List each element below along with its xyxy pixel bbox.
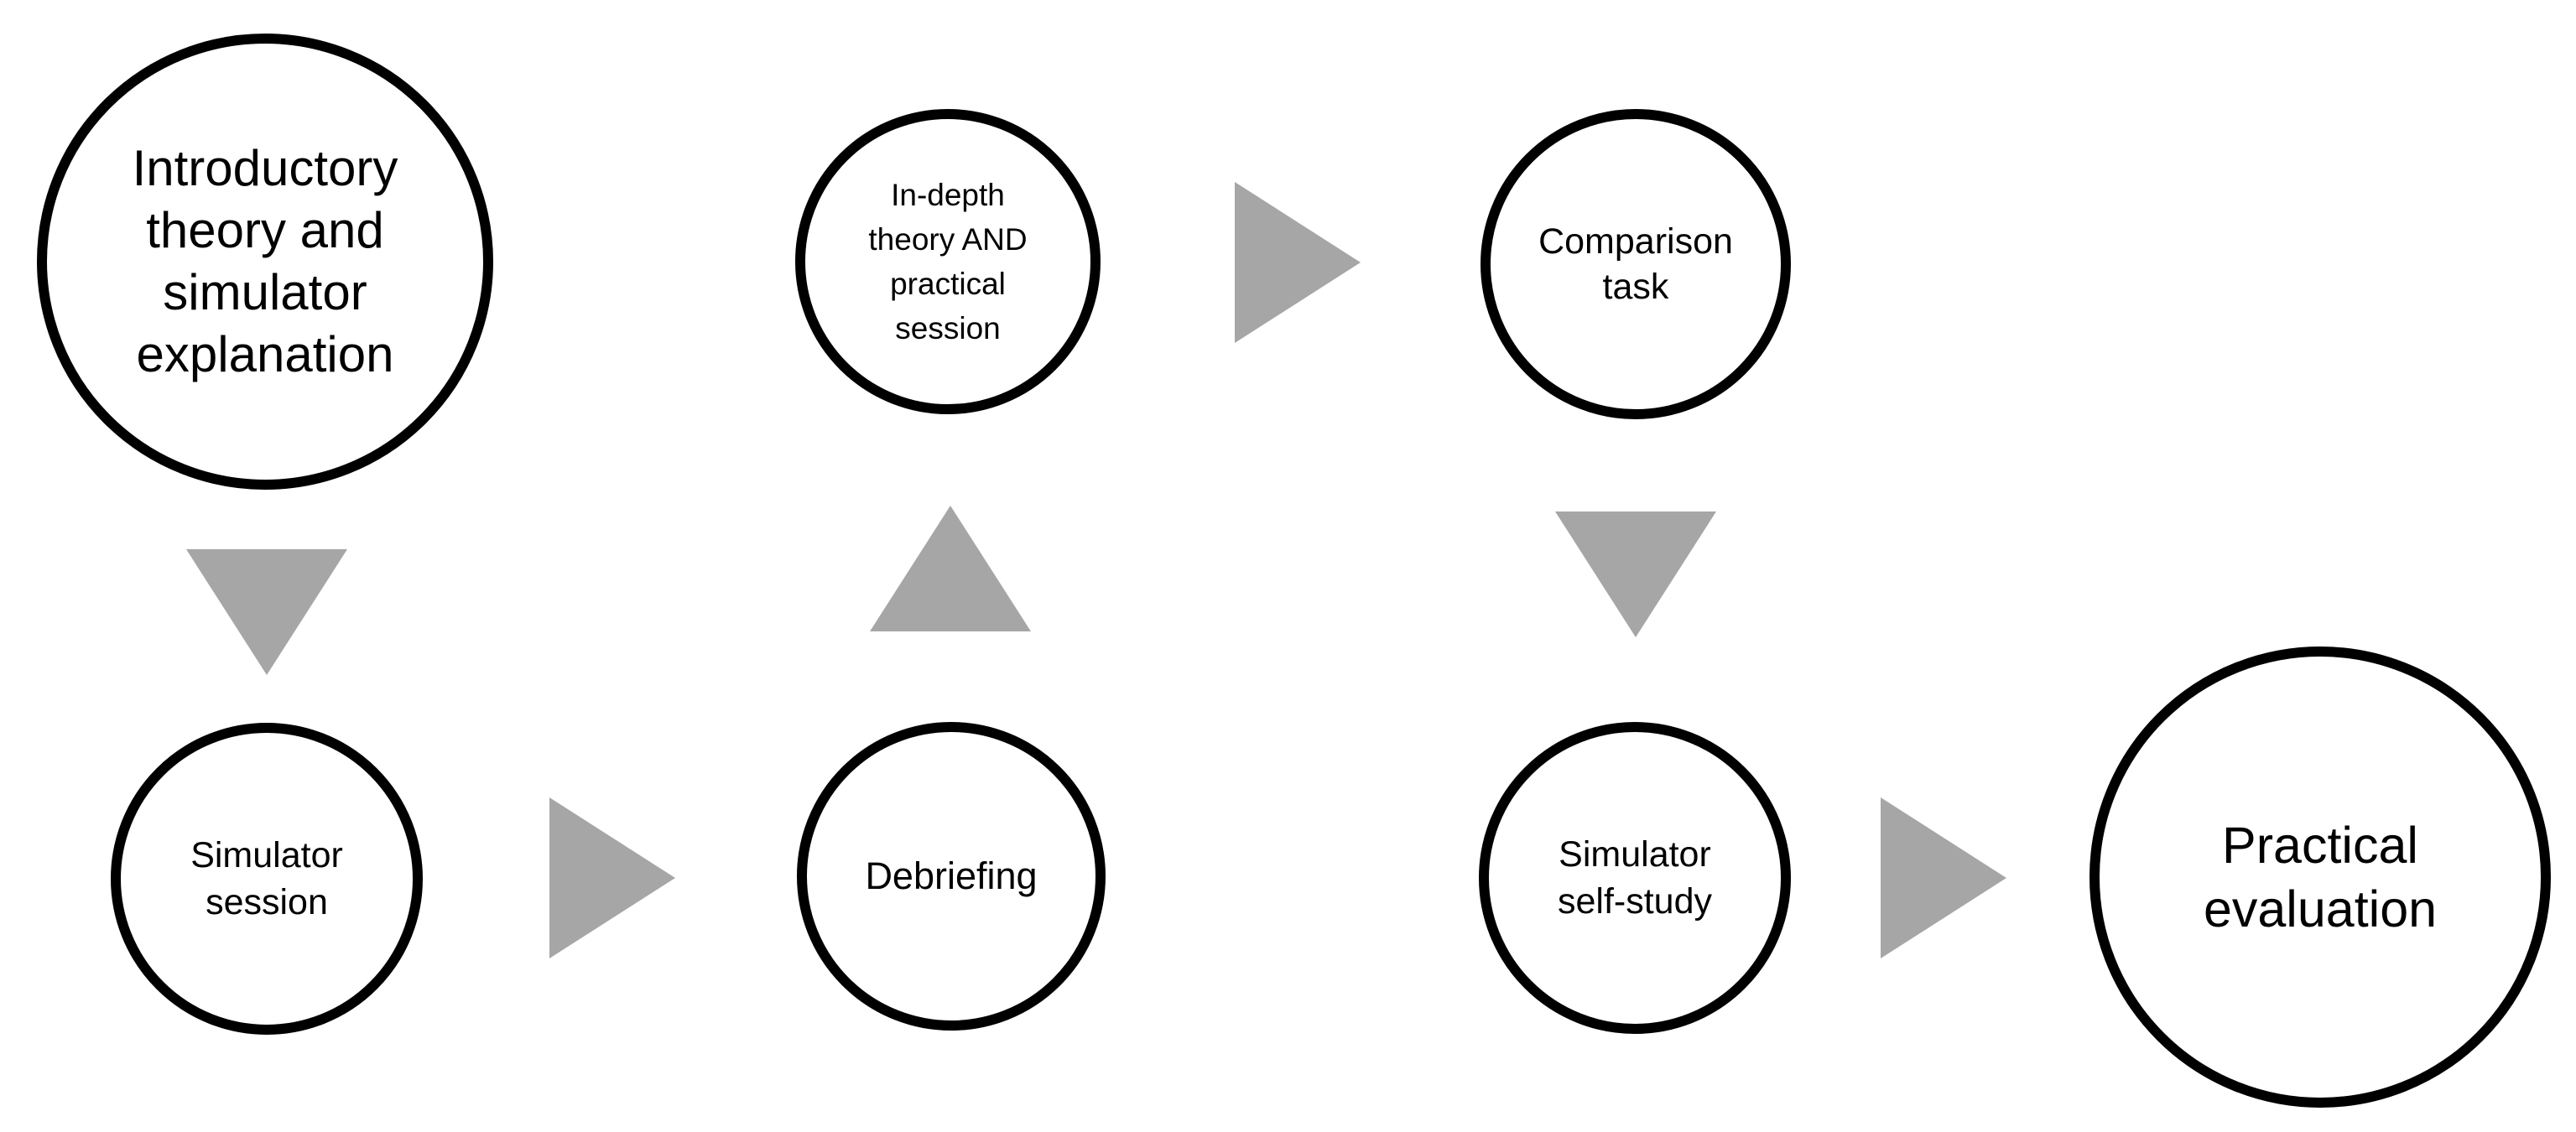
- node-simulator-session: Simulator session: [111, 723, 423, 1035]
- arrow-down-icon: [186, 549, 347, 675]
- node-practical-evaluation-label: Practical evaluation: [2203, 817, 2438, 937]
- arrow-right-icon: [1235, 182, 1361, 343]
- arrow-right-icon: [1881, 797, 2006, 958]
- node-simulator-session-label: Simulator session: [190, 835, 343, 922]
- arrow-right-icon: [549, 797, 675, 958]
- node-comparison-task: Comparison task: [1481, 109, 1791, 419]
- arrow-down-icon: [1555, 511, 1716, 637]
- node-introductory-theory: Introductory theory and simulator explan…: [37, 34, 493, 490]
- node-debriefing: Debriefing: [797, 722, 1106, 1031]
- node-in-depth-theory: In-depth theory AND practical session: [795, 109, 1101, 414]
- node-debriefing-label: Debriefing: [865, 854, 1038, 897]
- node-practical-evaluation: Practical evaluation: [2089, 646, 2551, 1108]
- node-in-depth-theory-label: In-depth theory AND practical session: [868, 178, 1028, 345]
- node-simulator-self-study: Simulator self-study: [1479, 722, 1791, 1034]
- node-simulator-self-study-label: Simulator self-study: [1557, 834, 1712, 922]
- arrow-up-icon: [870, 506, 1031, 631]
- node-introductory-theory-label: Introductory theory and simulator explan…: [132, 140, 398, 382]
- node-comparison-task-label: Comparison task: [1538, 221, 1733, 307]
